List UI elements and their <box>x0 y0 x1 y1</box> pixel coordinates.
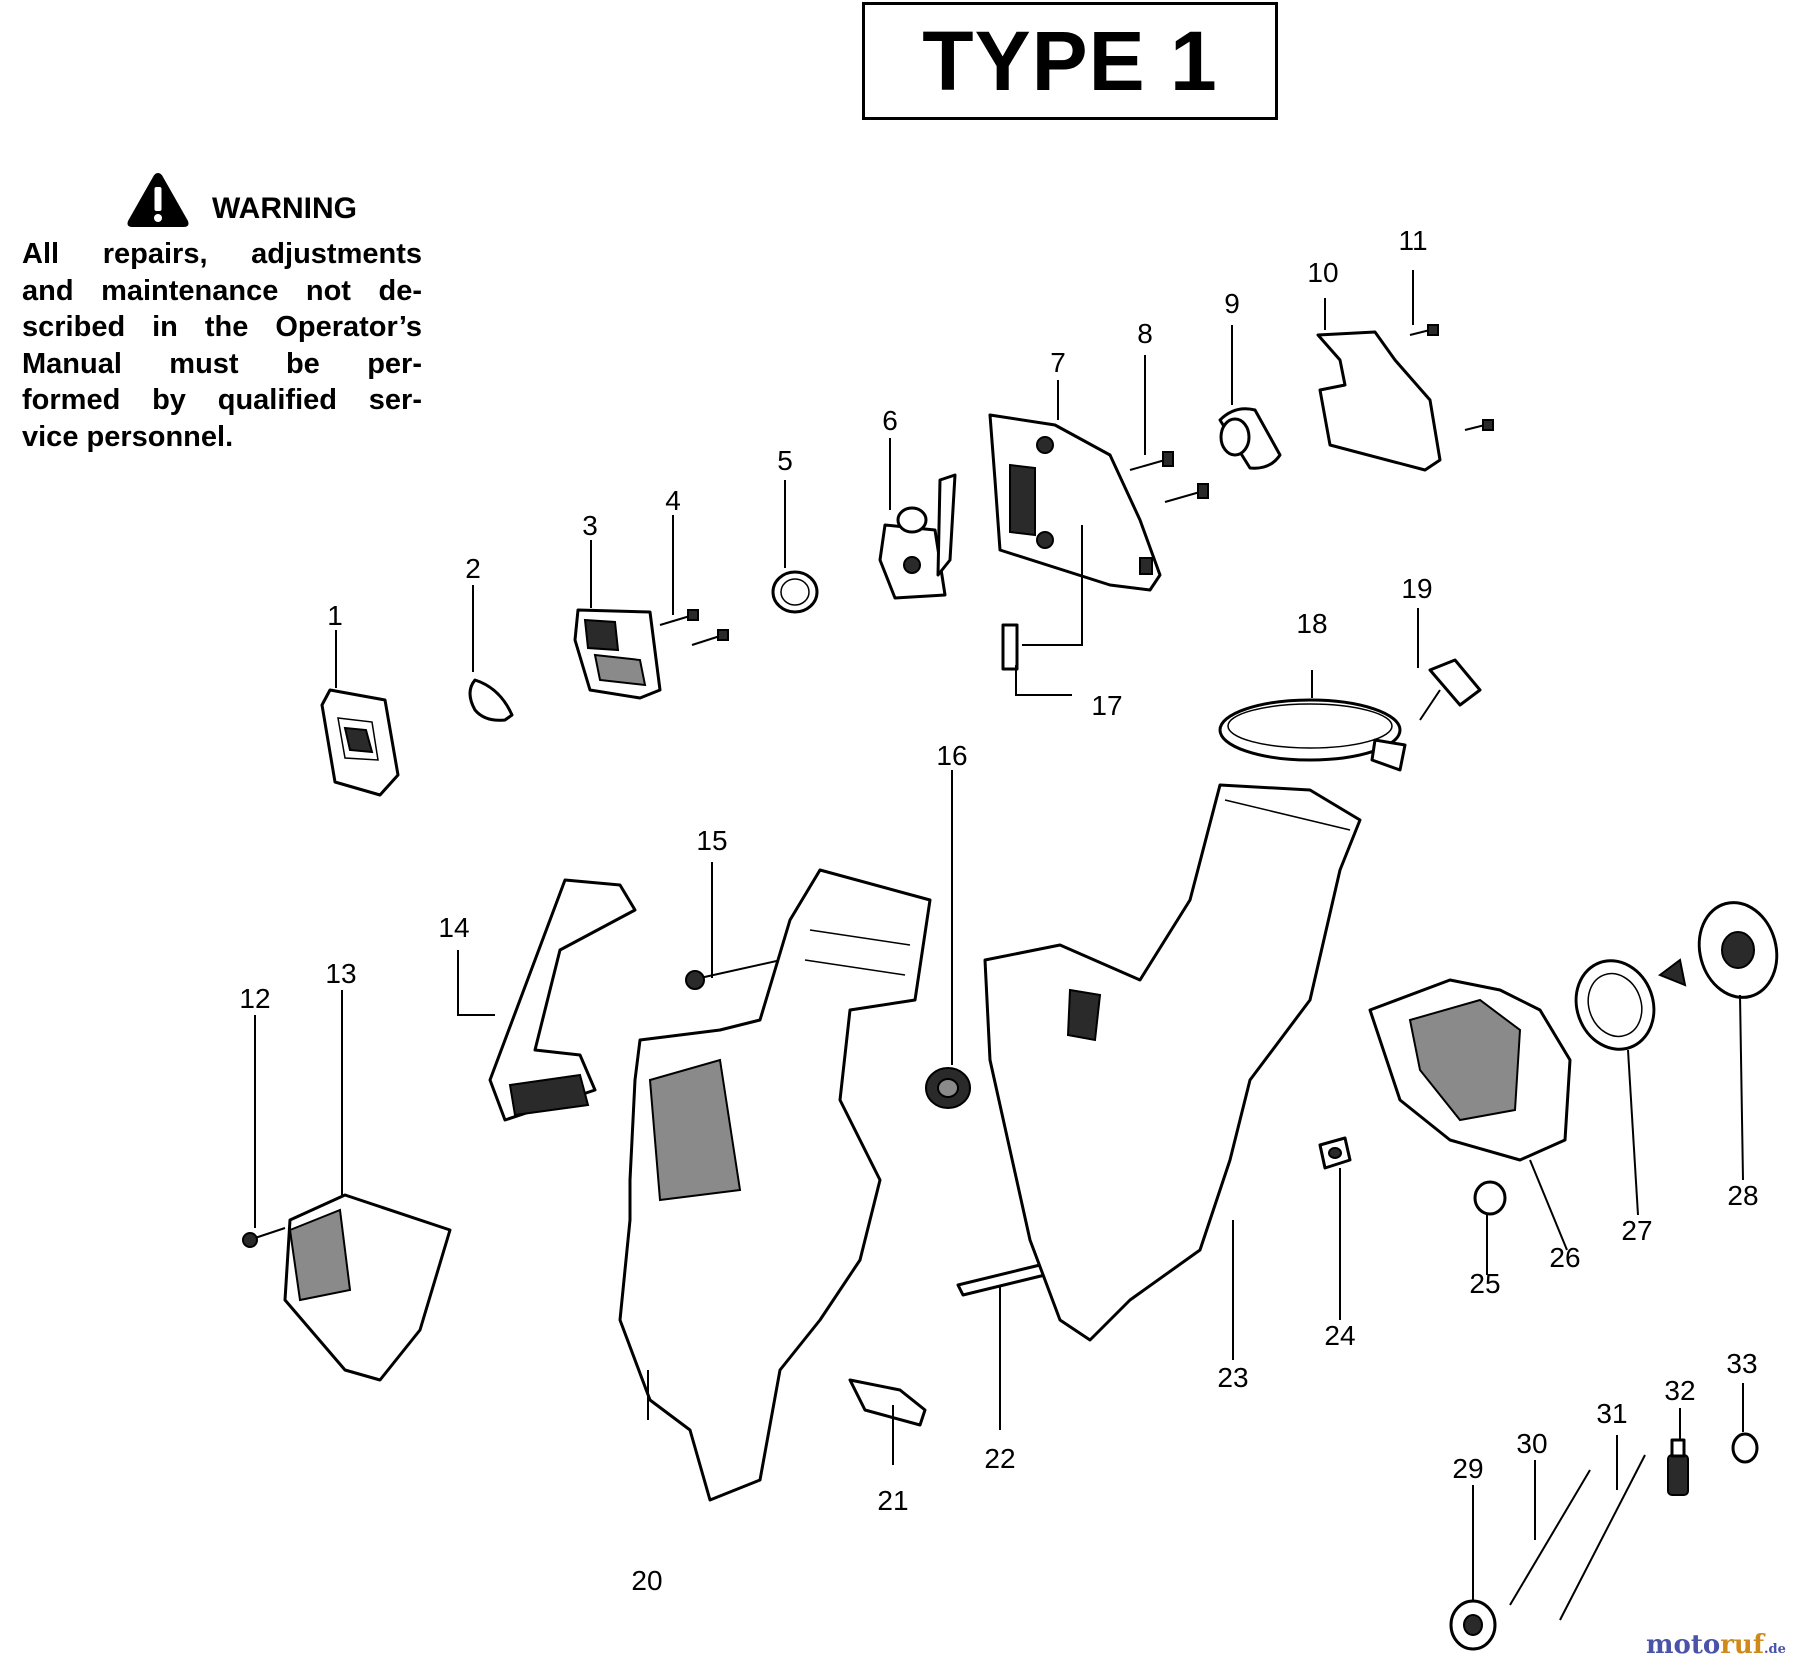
callout-30: 30 <box>1516 1428 1547 1459</box>
part-12-screw <box>242 1227 286 1248</box>
callout-11: 11 <box>1398 225 1427 256</box>
callout-6: 6 <box>882 405 898 436</box>
callout-8: 8 <box>1137 318 1153 349</box>
callout-17: 17 <box>1091 690 1122 721</box>
part-27-ring <box>1574 959 1656 1051</box>
callout-18: 18 <box>1296 608 1327 639</box>
callout-10: 10 <box>1307 257 1338 288</box>
callout-27: 27 <box>1621 1215 1652 1246</box>
part-21-clip <box>848 1378 927 1427</box>
part-1-gasket <box>320 688 400 797</box>
warning-line: and maintenance not de- <box>22 274 422 307</box>
callout-15: 15 <box>696 825 727 856</box>
part-17-spacer <box>1001 623 1019 671</box>
callout-21: 21 <box>877 1485 908 1516</box>
warning-title: WARNING <box>212 192 357 225</box>
part-19-knob <box>1419 658 1482 721</box>
warning-line: scribed in the Operator’s <box>22 311 422 343</box>
part-22-pin <box>956 1263 1047 1297</box>
part-29-grommet <box>1449 1599 1497 1651</box>
callout-3: 3 <box>582 510 598 541</box>
warning-triangle-icon <box>127 173 189 227</box>
part-16-gear <box>925 1067 971 1109</box>
callout-32: 32 <box>1664 1375 1695 1406</box>
callout-7: 7 <box>1050 347 1066 378</box>
part-14-handle <box>488 878 637 1122</box>
callout-29: 29 <box>1452 1453 1483 1484</box>
callout-9: 9 <box>1224 288 1240 319</box>
watermark-part: moto <box>1646 1630 1721 1660</box>
warning-line: formed by qualified ser- <box>22 384 422 416</box>
watermark-part: .de <box>1764 1642 1786 1657</box>
part-2-seal <box>468 678 514 722</box>
part-13-muffler-guard <box>283 1193 452 1382</box>
part-26-fuel-tank <box>1368 978 1572 1162</box>
callout-28: 28 <box>1727 1180 1758 1211</box>
part-9-bushing <box>1218 407 1282 470</box>
part-32-fuel-filter <box>1667 1438 1689 1496</box>
callout-2: 2 <box>465 553 481 584</box>
part-20-blower-housing <box>618 868 932 1502</box>
part-31-fuel-line <box>1559 1454 1646 1621</box>
warning-text: All repairs, adjustments and maintenance… <box>22 236 422 455</box>
callout-20: 20 <box>631 1565 662 1596</box>
warning-line: All repairs, adjustments <box>22 238 422 270</box>
callout-12: 12 <box>239 983 270 1014</box>
callout-labels: 1 2 3 4 5 6 7 8 9 10 11 12 13 14 15 16 1… <box>239 225 1758 1596</box>
warning-line: Manual must be per- <box>22 347 422 380</box>
part-6-carburetor <box>878 473 957 600</box>
part-8-bolts <box>1129 451 1209 503</box>
diagram-title: TYPE 1 <box>922 13 1218 108</box>
part-7-engine-cover <box>988 413 1162 592</box>
watermark-logo: motoruf.de <box>1646 1630 1786 1660</box>
callout-22: 22 <box>984 1443 1015 1474</box>
part-10-cover-plate <box>1316 330 1442 472</box>
part-15-screw <box>685 957 791 990</box>
callout-14: 14 <box>438 912 469 943</box>
part-4-screws <box>659 609 729 646</box>
callout-4: 4 <box>665 485 681 516</box>
part-5-gasket-ring <box>771 570 819 614</box>
callout-13: 13 <box>325 958 356 989</box>
callout-24: 24 <box>1324 1320 1355 1351</box>
warning-line: vice personnel. <box>22 420 234 453</box>
callout-23: 23 <box>1217 1362 1248 1393</box>
part-33-washer <box>1731 1432 1759 1464</box>
part-11-screws <box>1409 324 1494 431</box>
callout-25: 25 <box>1469 1268 1500 1299</box>
watermark-part: ruf <box>1720 1630 1765 1660</box>
part-24-grommet <box>1318 1136 1352 1170</box>
callout-19: 19 <box>1401 573 1432 604</box>
part-28-fuel-cap <box>1657 901 1779 999</box>
callout-31: 31 <box>1596 1398 1627 1429</box>
callout-16: 16 <box>936 740 967 771</box>
callout-5: 5 <box>777 445 793 476</box>
part-18-clamp <box>1218 698 1407 772</box>
leader-lines <box>254 270 1744 1600</box>
callout-33: 33 <box>1726 1348 1757 1379</box>
part-23-rear-housing <box>983 783 1362 1342</box>
callout-1: 1 <box>327 600 343 631</box>
warning-block: WARNING All repairs, adjustments and mai… <box>22 168 422 455</box>
callout-26: 26 <box>1549 1242 1580 1273</box>
part-25-plug <box>1473 1180 1507 1216</box>
part-3-filter-housing <box>573 608 662 700</box>
part-30-fuel-line <box>1509 1469 1591 1606</box>
warning-header: WARNING <box>22 168 422 232</box>
title-box: TYPE 1 <box>862 2 1278 120</box>
